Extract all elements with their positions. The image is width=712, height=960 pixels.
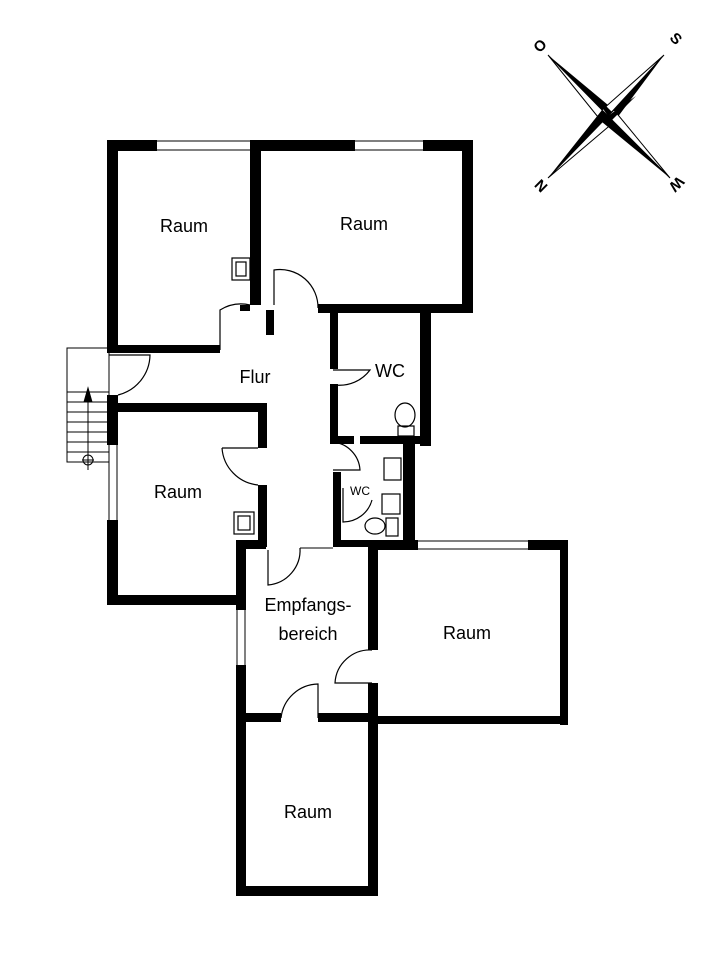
- toilet-icon: [394, 402, 416, 428]
- exterior-walls: [107, 140, 568, 896]
- room-label-reception-line1: Empfangs-: [264, 595, 351, 615]
- compass-rose: O S N W: [530, 29, 687, 195]
- sink-small-icon: [383, 457, 402, 481]
- staircase: [66, 347, 110, 470]
- door-swings: [109, 268, 373, 719]
- fixtures: [231, 257, 416, 537]
- sink-icon: [233, 511, 255, 535]
- compass-east-label: O: [530, 36, 551, 57]
- room-label-wc-small: WC: [350, 484, 370, 498]
- compass-south-label: S: [666, 29, 685, 48]
- room-label-reception-line2: bereich: [278, 624, 337, 644]
- basin-icon: [381, 493, 401, 515]
- room-label-bottom: Raum: [284, 802, 332, 822]
- room-label-wc-large: WC: [375, 361, 405, 381]
- toilet-small-icon: [364, 517, 386, 535]
- room-label-top-left: Raum: [160, 216, 208, 236]
- room-label-top-right: Raum: [340, 214, 388, 234]
- chimney-icon: [231, 257, 251, 281]
- room-label-middle-left: Raum: [154, 482, 202, 502]
- compass-north-label: N: [532, 176, 552, 196]
- room-label-right: Raum: [443, 623, 491, 643]
- room-label-hall: Flur: [240, 367, 271, 387]
- room-labels: Raum Raum Flur WC WC Raum Empfangs- bere…: [154, 214, 491, 822]
- windows: [108, 140, 528, 810]
